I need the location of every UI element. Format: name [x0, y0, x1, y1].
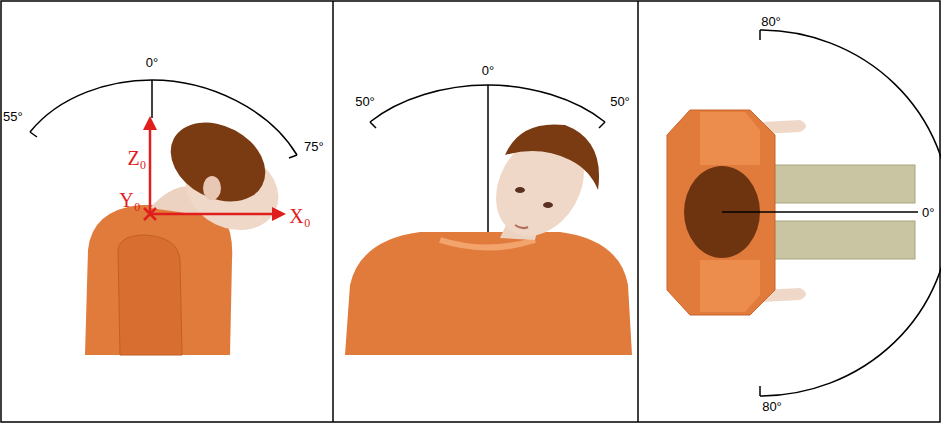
axis-label: Z₀	[127, 148, 146, 168]
angle-label: 0°	[146, 56, 158, 69]
angle-label: 50°	[610, 95, 630, 108]
angle-label: 55°	[3, 110, 23, 123]
axis-label: Y₀	[119, 190, 140, 210]
range-arc	[30, 80, 297, 155]
angle-label: 80°	[761, 15, 781, 28]
angle-label: 75°	[304, 140, 324, 153]
angle-label: 80°	[762, 400, 782, 413]
range-arc	[370, 85, 605, 122]
angle-label: 50°	[355, 95, 375, 108]
range-arc	[760, 30, 941, 396]
panel-divider	[332, 1, 334, 422]
reference-line	[151, 80, 153, 118]
angle-label: 0°	[482, 64, 494, 77]
axis-arrows	[143, 116, 286, 221]
panel-divider	[637, 1, 639, 422]
reference-line	[722, 211, 918, 213]
reference-line	[487, 85, 489, 238]
side-view-figure	[85, 107, 292, 355]
axis-label: X₀	[289, 206, 310, 226]
front-view-figure	[345, 118, 632, 355]
angle-label: 0°	[922, 206, 934, 219]
